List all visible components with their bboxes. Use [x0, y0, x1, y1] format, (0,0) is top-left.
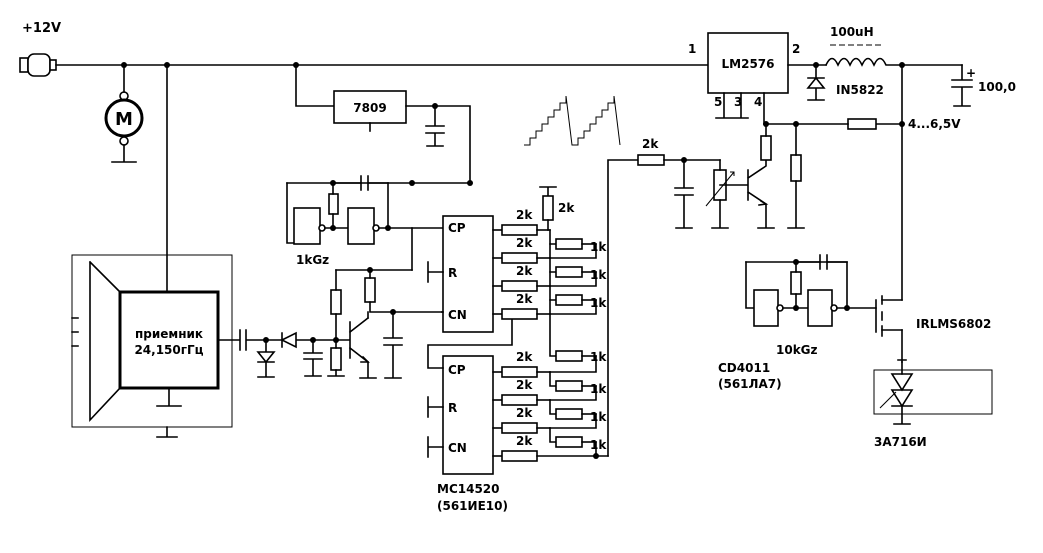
- counter-bottom-r: R: [448, 401, 457, 415]
- feedback-control: 2k: [637, 123, 805, 229]
- ladder-1k-label: 1k: [590, 438, 607, 452]
- motor-icon: [104, 98, 144, 138]
- ladder-1k-label: 1k: [590, 240, 607, 254]
- ladder-r-label: 2k: [516, 208, 533, 222]
- resistor-ladder-dac: 2k 2k 2k 2k 2k 1k 1k 1k 1k 2k 2k 2k 2k: [492, 95, 639, 462]
- switcher-pin-4: 4: [754, 95, 762, 109]
- ladder-1k-label: 1k: [590, 268, 607, 282]
- staircase-waveform-icon: [524, 95, 621, 146]
- gunn-diode-module: 3А716И: [873, 359, 993, 449]
- counter-top: CP R CN: [427, 215, 494, 333]
- output-voltage-label: 4...6,5V: [908, 117, 961, 131]
- ladder-r-label: 2k: [516, 292, 533, 306]
- mosfet-label: IRLMS6802: [916, 317, 991, 331]
- nand-gate-1: [293, 207, 321, 245]
- receiver-label-1: приемник: [135, 327, 203, 341]
- ladder-1k-label: 1k: [590, 410, 607, 424]
- resistor-2k-label: 2k: [642, 137, 659, 151]
- ladder-1k-label: 1k: [590, 350, 607, 364]
- inductor-icon: [824, 57, 963, 67]
- counter-part-line1: MC14520: [437, 482, 500, 496]
- output-cap-polarity: +: [966, 66, 976, 80]
- osc-1k-label: 1kGz: [296, 253, 329, 267]
- diode-label: IN5822: [836, 83, 884, 97]
- switcher-pin-1: 1: [688, 42, 696, 56]
- ladder-1k-label: 1k: [590, 296, 607, 310]
- gate-part-line2: (561ЛА7): [718, 377, 782, 391]
- counter-top-r: R: [448, 266, 457, 280]
- switcher-pin-2: 2: [792, 42, 800, 56]
- counter-bottom-cp: CP: [448, 363, 466, 377]
- nand-gate-4: [807, 289, 833, 327]
- motor-label: M: [115, 109, 133, 130]
- ladder-r-label: 2k: [516, 434, 533, 448]
- supply-voltage-label: +12V: [22, 21, 61, 36]
- counter-bottom-cn: CN: [448, 441, 467, 455]
- ladder-r-label: 2k: [516, 378, 533, 392]
- counter-top-cn: CN: [448, 308, 467, 322]
- ladder-r-ground-label: 2k: [558, 201, 575, 215]
- amplifier-transistor: [335, 227, 443, 379]
- osc-10k-label: 10kGz: [776, 343, 818, 357]
- mosfet-switch: IRLMS6802: [875, 123, 991, 363]
- switcher-label: LM2576: [722, 57, 775, 71]
- ladder-r-label: 2k: [516, 350, 533, 364]
- counter-part-line2: (561ИЕ10): [437, 499, 508, 513]
- regulator-label: 7809: [353, 101, 386, 115]
- receiver-module: приемник 24,150гГц: [71, 64, 233, 438]
- oscillator-10khz: 10kGz CD4011 (561ЛА7): [718, 254, 877, 391]
- inductor-label: 100uH: [830, 25, 874, 39]
- nand-gate-2: [347, 207, 375, 245]
- power-input: +12V: [19, 21, 61, 77]
- counter-top-cp: CP: [448, 221, 466, 235]
- switching-regulator: LM2576 1 2 5 3 4: [688, 32, 800, 124]
- voltage-regulator-7809: 7809: [295, 64, 471, 184]
- oscillator-1khz: 1kGz: [286, 175, 473, 267]
- ladder-r-label: 2k: [516, 406, 533, 420]
- dc-jack-icon: [19, 53, 57, 77]
- ladder-1k-label: 1k: [590, 382, 607, 396]
- motor: M: [104, 64, 144, 163]
- nand-gate-3: [753, 289, 779, 327]
- ladder-r-label: 2k: [516, 264, 533, 278]
- detector-stage: [217, 269, 345, 378]
- ladder-r-label: 2k: [516, 236, 533, 250]
- output-filter: IN5822 100uH + 100,0 4...6,5V: [763, 25, 1016, 131]
- switcher-pin-3: 3: [734, 95, 742, 109]
- gunn-diode-label: 3А716И: [874, 435, 927, 449]
- receiver-label-2: 24,150гГц: [134, 343, 203, 357]
- switcher-pin-5: 5: [714, 95, 722, 109]
- output-cap-label: 100,0: [978, 80, 1016, 94]
- gate-part-line1: CD4011: [718, 361, 770, 375]
- counter-bottom: CP R CN MC14520 (561ИЕ10): [427, 311, 515, 513]
